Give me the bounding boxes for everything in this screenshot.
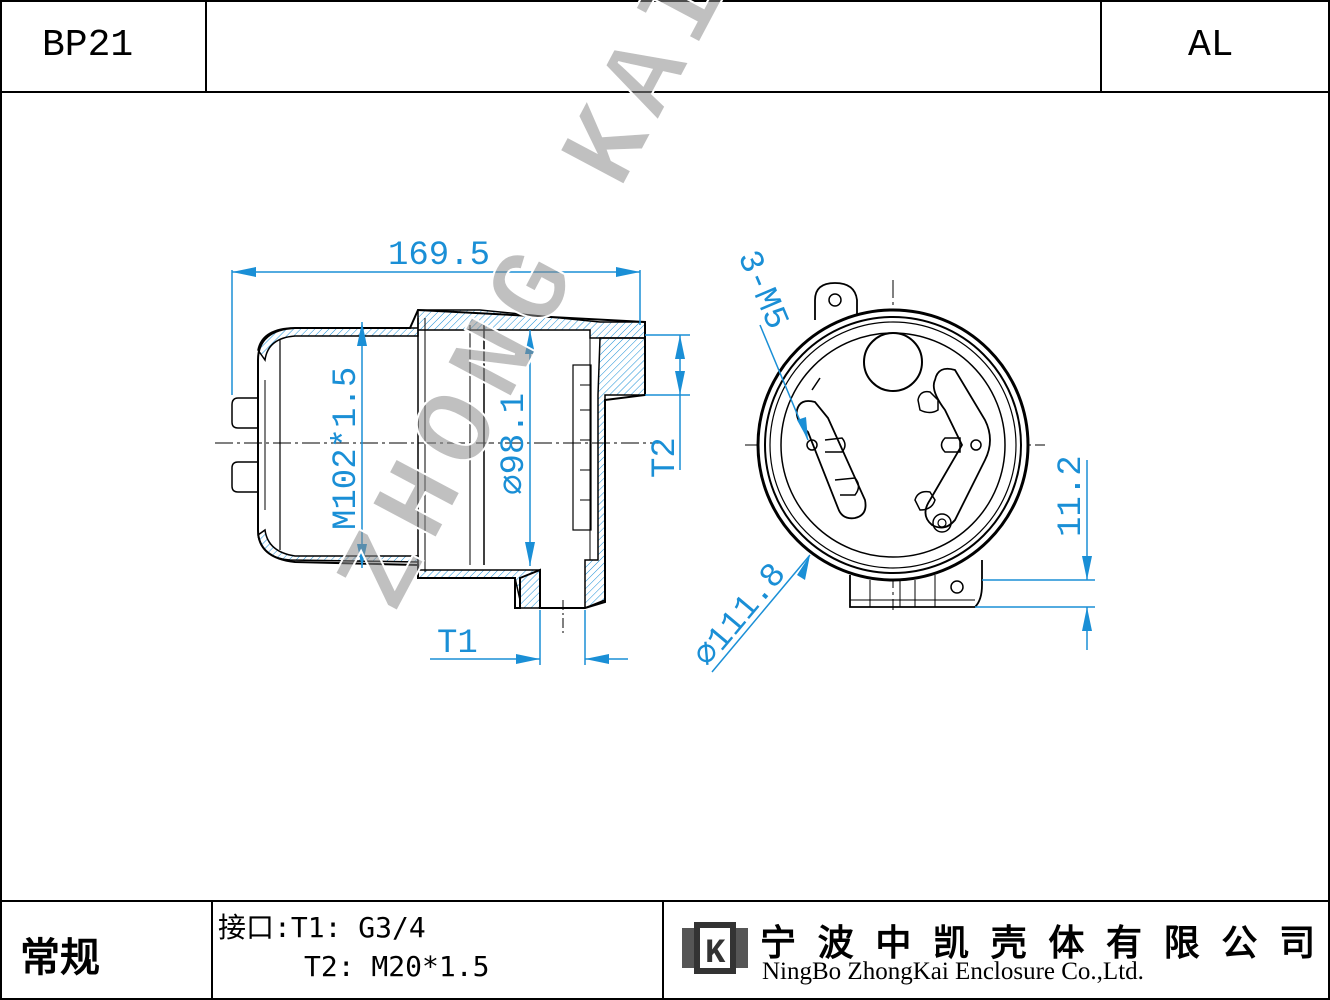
port-t2-label: T2 [647, 437, 685, 478]
footer-sep-2 [662, 900, 664, 1000]
side-view: 169.5 M102*1.5 ⌀98.1 T2 T1 [215, 237, 690, 665]
front-view: 3-M5 ⌀111.8 11.2 [687, 245, 1095, 675]
outer-diameter-dim: ⌀111.8 [687, 557, 795, 675]
material-code: AL [1188, 24, 1234, 67]
ports-t2-label: T2: M20*1.5 [304, 950, 490, 983]
watermark: ZHONG KAI [315, 0, 763, 631]
holes-label: 3-M5 [728, 245, 795, 335]
offset-dim: 11.2 [1053, 455, 1091, 537]
inner-diameter-dim: ⌀98.1 [496, 393, 534, 495]
overall-length-dim: 169.5 [388, 237, 490, 275]
footer-sep-1 [211, 900, 213, 1000]
company-name-en: NingBo ZhongKai Enclosure Co.,Ltd. [762, 958, 1144, 985]
svg-text:K: K [705, 935, 726, 973]
header-divider [0, 91, 1330, 93]
ports-t1-label: 接口:T1: G3/4 [218, 911, 426, 944]
port-t1-label: T1 [437, 625, 478, 663]
company-logo-icon: K [682, 922, 748, 974]
company-name-cn: 宁 波 中 凯 壳 体 有 限 公 司 [760, 923, 1316, 964]
footer-divider [0, 900, 1330, 902]
model-code: BP21 [42, 24, 134, 67]
thread-dim: M102*1.5 [328, 367, 366, 530]
type-label: 常规 [20, 935, 100, 981]
